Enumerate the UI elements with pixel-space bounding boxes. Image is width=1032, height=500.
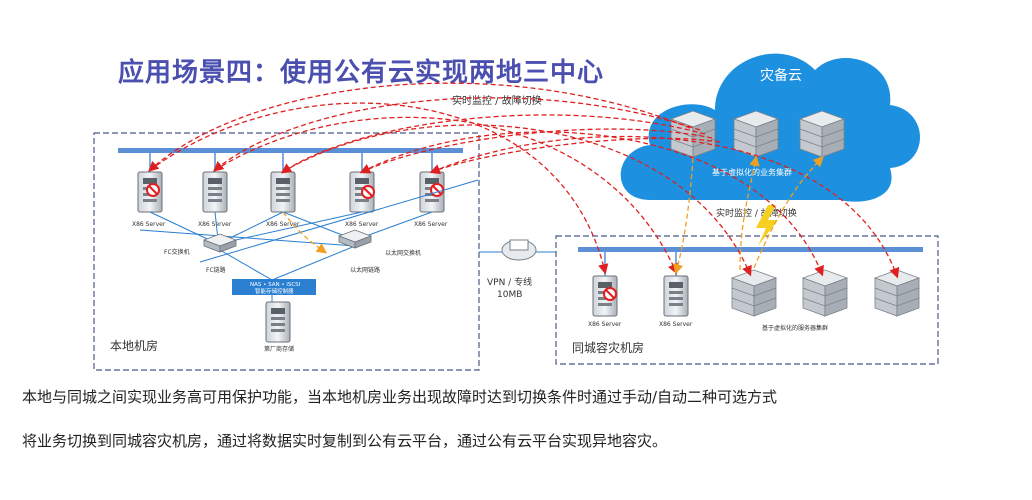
fc-link-label: FC链路 bbox=[206, 266, 226, 274]
dr-servers: X86 Server X86 Server 基于虚拟化的服务器集群 bbox=[588, 252, 920, 332]
cloud-cluster-label: 基于虚拟化的业务集群 bbox=[712, 167, 792, 177]
fault-icon bbox=[603, 287, 617, 301]
failover-arrows bbox=[148, 82, 900, 279]
ethernet-link-label: 以太网链路 bbox=[350, 266, 380, 274]
vpn-label: VPN / 专线 bbox=[487, 276, 532, 288]
server-label: X86 Server bbox=[198, 221, 232, 228]
lightning-icon bbox=[756, 205, 778, 246]
server-icon bbox=[202, 171, 228, 213]
storage-controller-label: 智能存储控制器 bbox=[255, 287, 294, 295]
cloud-sync-label: 实时监控 / 故障切换 bbox=[716, 207, 797, 219]
page-title: 应用场景四：使用公有云实现两地三中心 bbox=[118, 58, 605, 88]
fc-switch-label: FC交换机 bbox=[164, 248, 190, 256]
server-label: X86 Server bbox=[345, 221, 379, 228]
dr-room-label: 同城容灾机房 bbox=[572, 340, 644, 355]
server-label: X86 Server bbox=[132, 221, 166, 228]
local-network-bus bbox=[118, 148, 463, 153]
fault-icon bbox=[146, 183, 160, 197]
cluster-server-icon bbox=[731, 269, 777, 317]
cluster-server-icon bbox=[802, 269, 848, 317]
fault-icon bbox=[430, 183, 444, 197]
server-label: X86 Server bbox=[266, 221, 300, 228]
local-servers: X86 Server X86 Server X86 Server X86 Ser… bbox=[132, 153, 448, 228]
cloud-server-icon bbox=[733, 110, 779, 158]
cloud-server-icon bbox=[799, 110, 845, 158]
storage-protocols: NAS • SAN • iSCSI bbox=[250, 282, 301, 288]
ethernet-switch-label: 以太网交换机 bbox=[385, 249, 421, 257]
cluster-server-icon bbox=[874, 269, 920, 317]
vpn-link bbox=[479, 239, 556, 261]
fault-icon bbox=[361, 185, 375, 199]
storage-array-icon bbox=[265, 301, 291, 343]
dr-room-box bbox=[555, 235, 939, 365]
cloud-label: 灾备云 bbox=[760, 67, 802, 84]
dr-network-bus bbox=[578, 247, 923, 252]
local-room-label: 本地机房 bbox=[110, 338, 158, 353]
server-label: X86 Server bbox=[659, 321, 693, 328]
server-label: X86 Server bbox=[414, 221, 448, 228]
vendor-storage-label: 第厂商存储 bbox=[264, 345, 294, 353]
dr-cluster-label: 基于虚拟化的服务器集群 bbox=[762, 324, 828, 332]
description-line-1: 本地与同城之间实现业务高可用保护功能，当本地机房业务出现故障时达到切换条件时通过… bbox=[22, 388, 778, 406]
storage-controller bbox=[232, 279, 316, 295]
replication-arrows bbox=[282, 155, 824, 275]
top-sync-label: 实时监控 / 故障切换 bbox=[452, 94, 542, 107]
server-icon bbox=[663, 275, 689, 317]
local-room-box bbox=[93, 132, 480, 371]
server-icon bbox=[270, 171, 296, 213]
server-label: X86 Server bbox=[588, 321, 622, 328]
description-line-2: 将业务切换到同城容灾机房，通过将数据实时复制到公有云平台，通过公有云平台实现异地… bbox=[22, 432, 668, 450]
bandwidth-label: 10MB bbox=[497, 290, 522, 300]
